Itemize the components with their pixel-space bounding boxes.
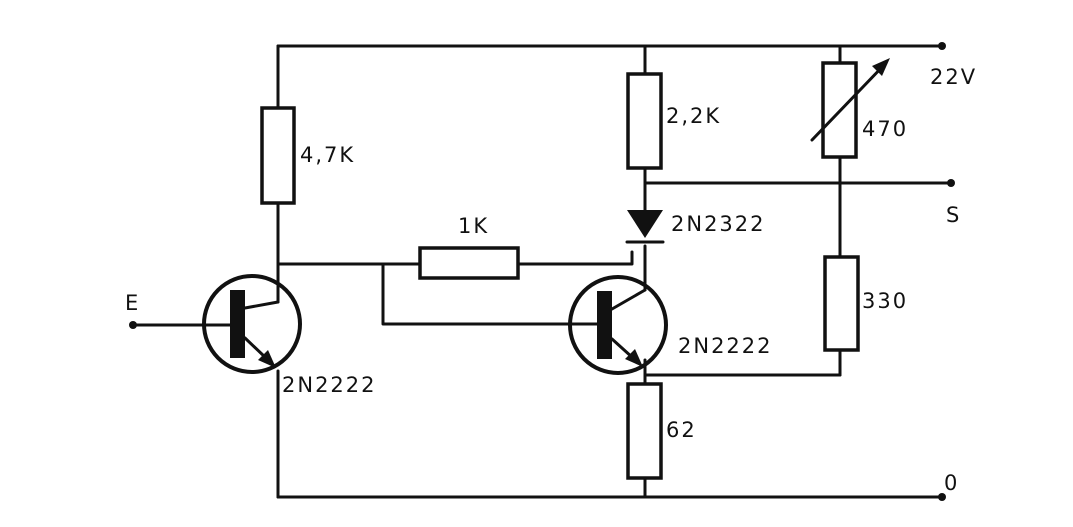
transistor-right-icon [568, 275, 668, 375]
label-output: S [946, 203, 961, 227]
resistor-330 [823, 255, 860, 352]
label-transistor-left: 2N2222 [282, 373, 377, 397]
resistor-2-2k [626, 72, 663, 170]
diode-icon [625, 210, 665, 244]
label-supply-voltage: 22V [930, 65, 977, 89]
label-resistor-2-2k: 2,2K [666, 104, 721, 128]
label-resistor-470: 470 [862, 117, 908, 141]
1k-to-diode-wire [516, 250, 634, 266]
wires [131, 44, 953, 499]
ground-terminal [938, 493, 946, 501]
supply-terminal [938, 42, 946, 50]
label-resistor-330: 330 [862, 289, 908, 313]
resistor-1k [418, 246, 520, 280]
variable-arrow-head-icon [872, 58, 890, 76]
variable-arrow-icon [810, 62, 887, 142]
label-diode: 2N2322 [671, 212, 766, 236]
emitter-node-wire [643, 358, 842, 386]
transistor-left-icon [202, 274, 302, 374]
input-terminal [129, 321, 137, 329]
resistor-62 [626, 382, 663, 480]
label-input: E [125, 291, 140, 315]
label-ground: 0 [944, 471, 959, 495]
label-resistor-1k: 1K [458, 214, 489, 238]
base-feed-wire [381, 262, 610, 326]
label-resistor-62: 62 [666, 418, 697, 442]
label-resistor-4-7k: 4,7K [300, 143, 355, 167]
resistor-4-7k [260, 106, 296, 205]
label-transistor-right: 2N2222 [678, 334, 773, 358]
output-terminal [947, 179, 955, 187]
